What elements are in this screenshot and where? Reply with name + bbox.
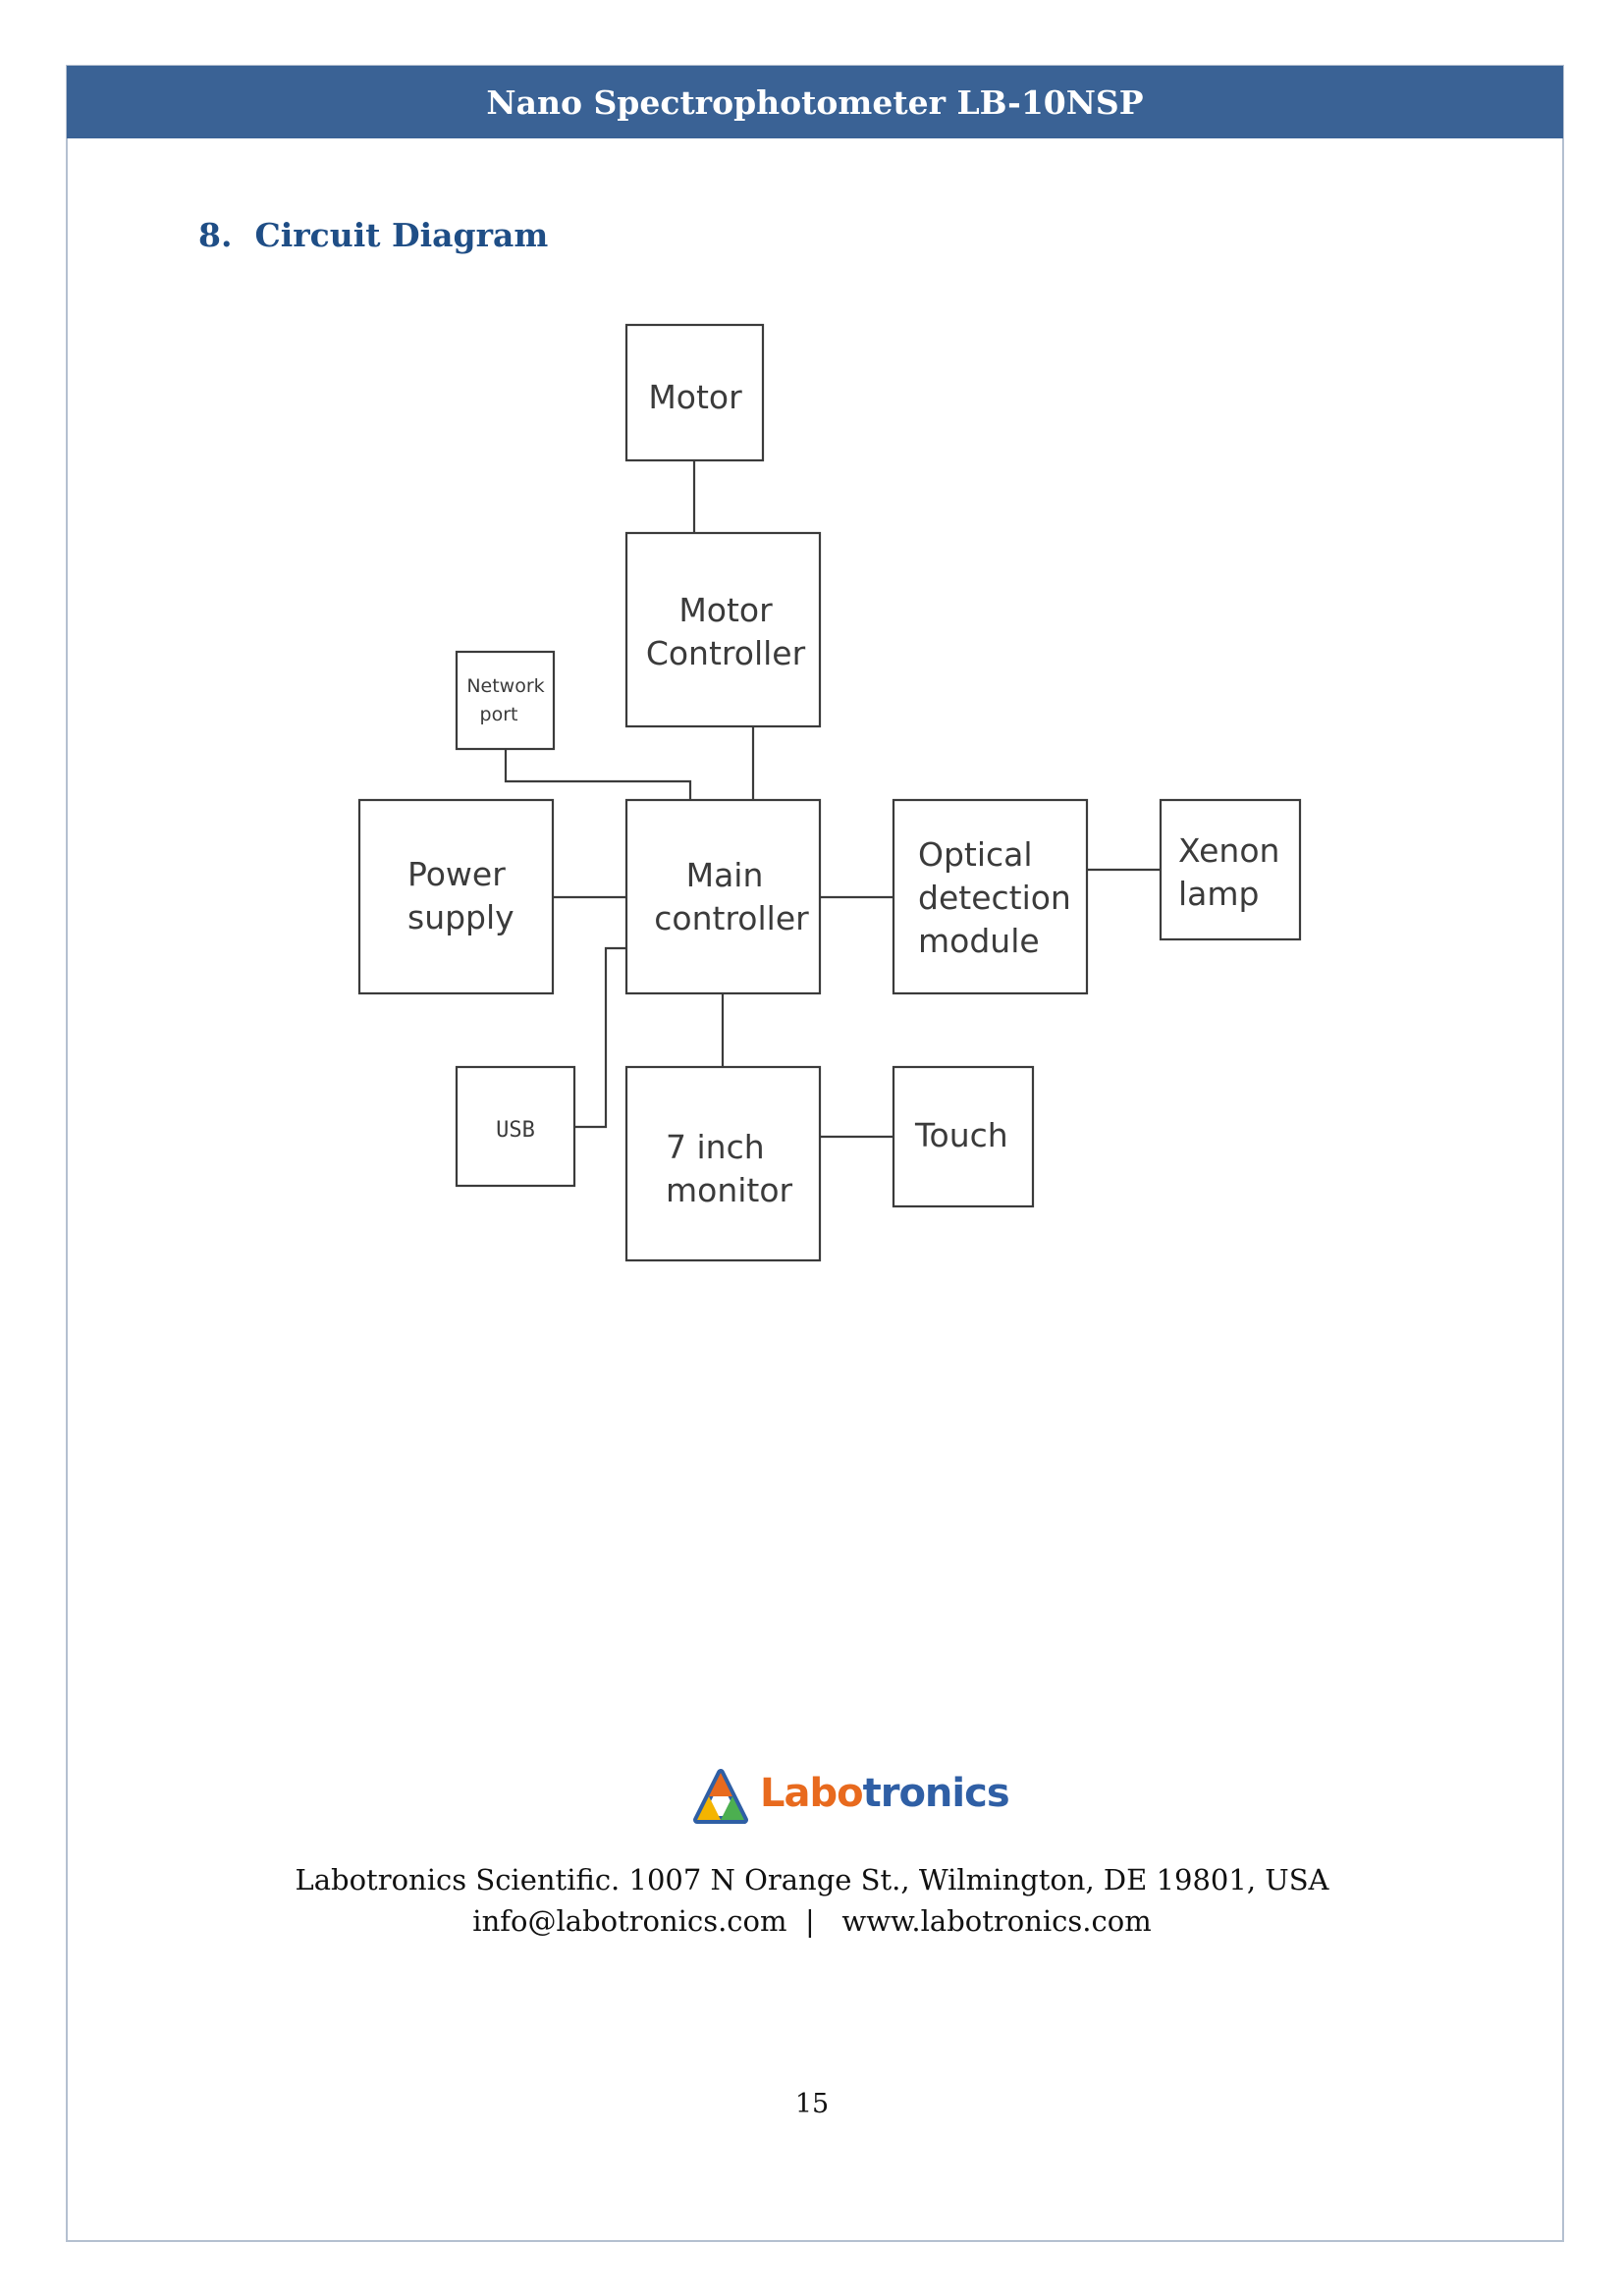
label-optical-line1: Optical [918,835,1033,874]
block-7-inch-monitor [624,1065,822,1262]
section-number: 8. [198,216,233,254]
block-network-port [455,650,556,751]
label-main-controller-line1: Main [686,856,764,894]
label-power-supply-line2: supply [407,898,514,936]
label-xenon-line1: Xenon [1178,831,1279,870]
document-title: Nano Spectrophotometer LB-10NSP [486,82,1144,122]
block-motor [624,323,765,462]
label-usb: USB [496,1118,535,1143]
label-touch: Touch [914,1116,1008,1154]
footer-contact: info@labotronics.com | www.labotronics.c… [0,1904,1624,1938]
logo-triangle-icon [693,1769,748,1824]
block-usb [455,1065,576,1188]
block-motor-controller [624,531,822,728]
label-main-controller-line2: controller [654,899,809,937]
block-power-supply [357,798,555,995]
block-touch [892,1065,1035,1208]
page-number: 15 [794,2089,830,2119]
connector-network-to-main [504,749,692,800]
label-network-port-line2: port [480,704,518,725]
section-heading: 8. Circuit Diagram [198,216,548,254]
label-monitor-line2: monitor [666,1171,793,1209]
diagram-blocks [357,323,1302,1262]
logo-wordmark: Labotronics [760,1771,1010,1816]
logo-part-tronics: tronics [862,1771,1010,1816]
header-bar: Nano Spectrophotometer LB-10NSP [67,66,1563,138]
label-motor-controller-line1: Motor [678,591,773,629]
labotronics-logo: Labotronics [693,1769,1010,1828]
label-optical-line3: module [918,922,1040,960]
label-motor-controller-line2: Controller [646,634,806,672]
connector-usb-to-main [574,946,626,1129]
block-xenon-lamp [1159,798,1302,941]
section-title: Circuit Diagram [254,216,549,254]
footer-separator: | [804,1904,815,1938]
block-optical-detection-module [892,798,1089,995]
label-monitor-line1: 7 inch [666,1128,765,1166]
footer-website[interactable]: www.labotronics.com [841,1904,1152,1938]
logo-part-labo: Labo [760,1771,864,1816]
block-main-controller [624,798,822,995]
diagram-connectors [504,460,1161,1139]
footer-address: Labotronics Scientific. 1007 N Orange St… [295,1863,1329,1896]
label-xenon-line2: lamp [1178,875,1259,913]
label-optical-line2: detection [918,879,1071,917]
circuit-diagram: Motor Motor Controller Power supply Main… [357,323,1302,1262]
label-motor: Motor [648,378,742,416]
label-power-supply-line1: Power [407,855,506,893]
footer-email[interactable]: info@labotronics.com [472,1904,787,1938]
label-network-port-line1: Network [466,675,544,697]
